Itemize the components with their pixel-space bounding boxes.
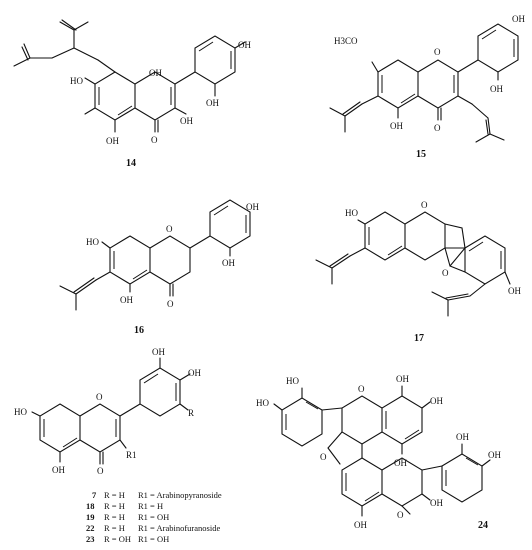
- legend-number: 22: [86, 523, 95, 533]
- o-label: O: [358, 384, 365, 394]
- o-label: O: [167, 299, 174, 309]
- o-label: O: [97, 466, 104, 476]
- oh-label: OH: [238, 40, 251, 50]
- oh-label: OH: [180, 116, 193, 126]
- oh-label: OH: [456, 432, 469, 442]
- oh-label: OH: [52, 465, 65, 475]
- methoxy-label: H3CO: [334, 36, 358, 46]
- oh-label: OH: [149, 68, 162, 78]
- legend-number: 23: [86, 534, 95, 544]
- o-label: O: [421, 200, 428, 210]
- o-label: O: [96, 392, 103, 402]
- oh-label: OH: [188, 368, 201, 378]
- legend-r1: R1 = OH: [138, 534, 169, 544]
- oh-label: HO: [70, 76, 83, 86]
- o-label: O: [166, 224, 173, 234]
- legend-number: 19: [86, 512, 95, 522]
- r1-label: R1: [126, 450, 137, 460]
- oh-label: OH: [508, 286, 521, 296]
- o-label: O: [434, 47, 441, 57]
- oh-label: OH: [430, 498, 443, 508]
- oh-label: HO: [86, 237, 99, 247]
- structure-17: HO O O OH 17: [315, 200, 521, 344]
- ho-label: HO: [256, 398, 269, 408]
- structure-15: H3CO O OH OH OH O 15: [329, 14, 525, 160]
- oh-label: OH: [390, 121, 403, 131]
- legend-r1: R1 = Arabinopyranoside: [138, 490, 222, 500]
- compound-number: 14: [126, 158, 136, 169]
- oh-label: OH: [488, 450, 501, 460]
- oh-label: OH: [246, 202, 259, 212]
- legend-r: R = OH: [104, 534, 131, 544]
- structure-flavonol-general: HO O OH OH R R1 OH O 7 R = H R1 = Arabin…: [14, 347, 222, 544]
- legend-r1: R1 = Arabinofuranoside: [138, 523, 220, 533]
- legend-r: R = H: [104, 490, 125, 500]
- legend-r1: R1 = H: [138, 501, 163, 511]
- structure-16: HO O OH OH OH O 16: [59, 199, 259, 336]
- oh-label: OH: [206, 98, 219, 108]
- oh-label: OH: [222, 258, 235, 268]
- oh-label: OH: [394, 458, 407, 468]
- legend-number: 7: [92, 490, 97, 500]
- oh-label: OH: [430, 396, 443, 406]
- ho-label: HO: [286, 376, 299, 386]
- r-label: R: [188, 408, 194, 418]
- oh-label: OH: [106, 136, 119, 146]
- structure-24: OH O OH OH HO HO O O OH OH OH OH 24: [256, 374, 501, 531]
- compound-number: 24: [478, 520, 488, 531]
- o-label: O: [397, 510, 404, 520]
- structure-14: HO OH OH OH OH OH O 14: [13, 19, 251, 169]
- legend-r1: R1 = OH: [138, 512, 169, 522]
- oh-label: OH: [490, 84, 503, 94]
- legend-r: R = H: [104, 523, 125, 533]
- oh-label: OH: [354, 520, 367, 530]
- oh-label: HO: [14, 407, 27, 417]
- oh-label: HO: [345, 208, 358, 218]
- oh-label: OH: [396, 374, 409, 384]
- o-label: O: [320, 452, 327, 462]
- compound-number: 17: [414, 333, 424, 344]
- compound-number: 15: [416, 149, 426, 160]
- flavonol-legend: 7 R = H R1 = Arabinopyranoside 18 R = H …: [86, 490, 222, 544]
- oh-label: OH: [152, 347, 165, 357]
- oh-label: OH: [512, 14, 525, 24]
- legend-r: R = H: [104, 512, 125, 522]
- legend-number: 18: [86, 501, 95, 511]
- o-label: O: [442, 268, 449, 278]
- oh-label: OH: [120, 295, 133, 305]
- o-label: O: [151, 135, 158, 145]
- compound-number: 16: [134, 325, 144, 336]
- legend-r: R = H: [104, 501, 125, 511]
- o-label: O: [434, 123, 441, 133]
